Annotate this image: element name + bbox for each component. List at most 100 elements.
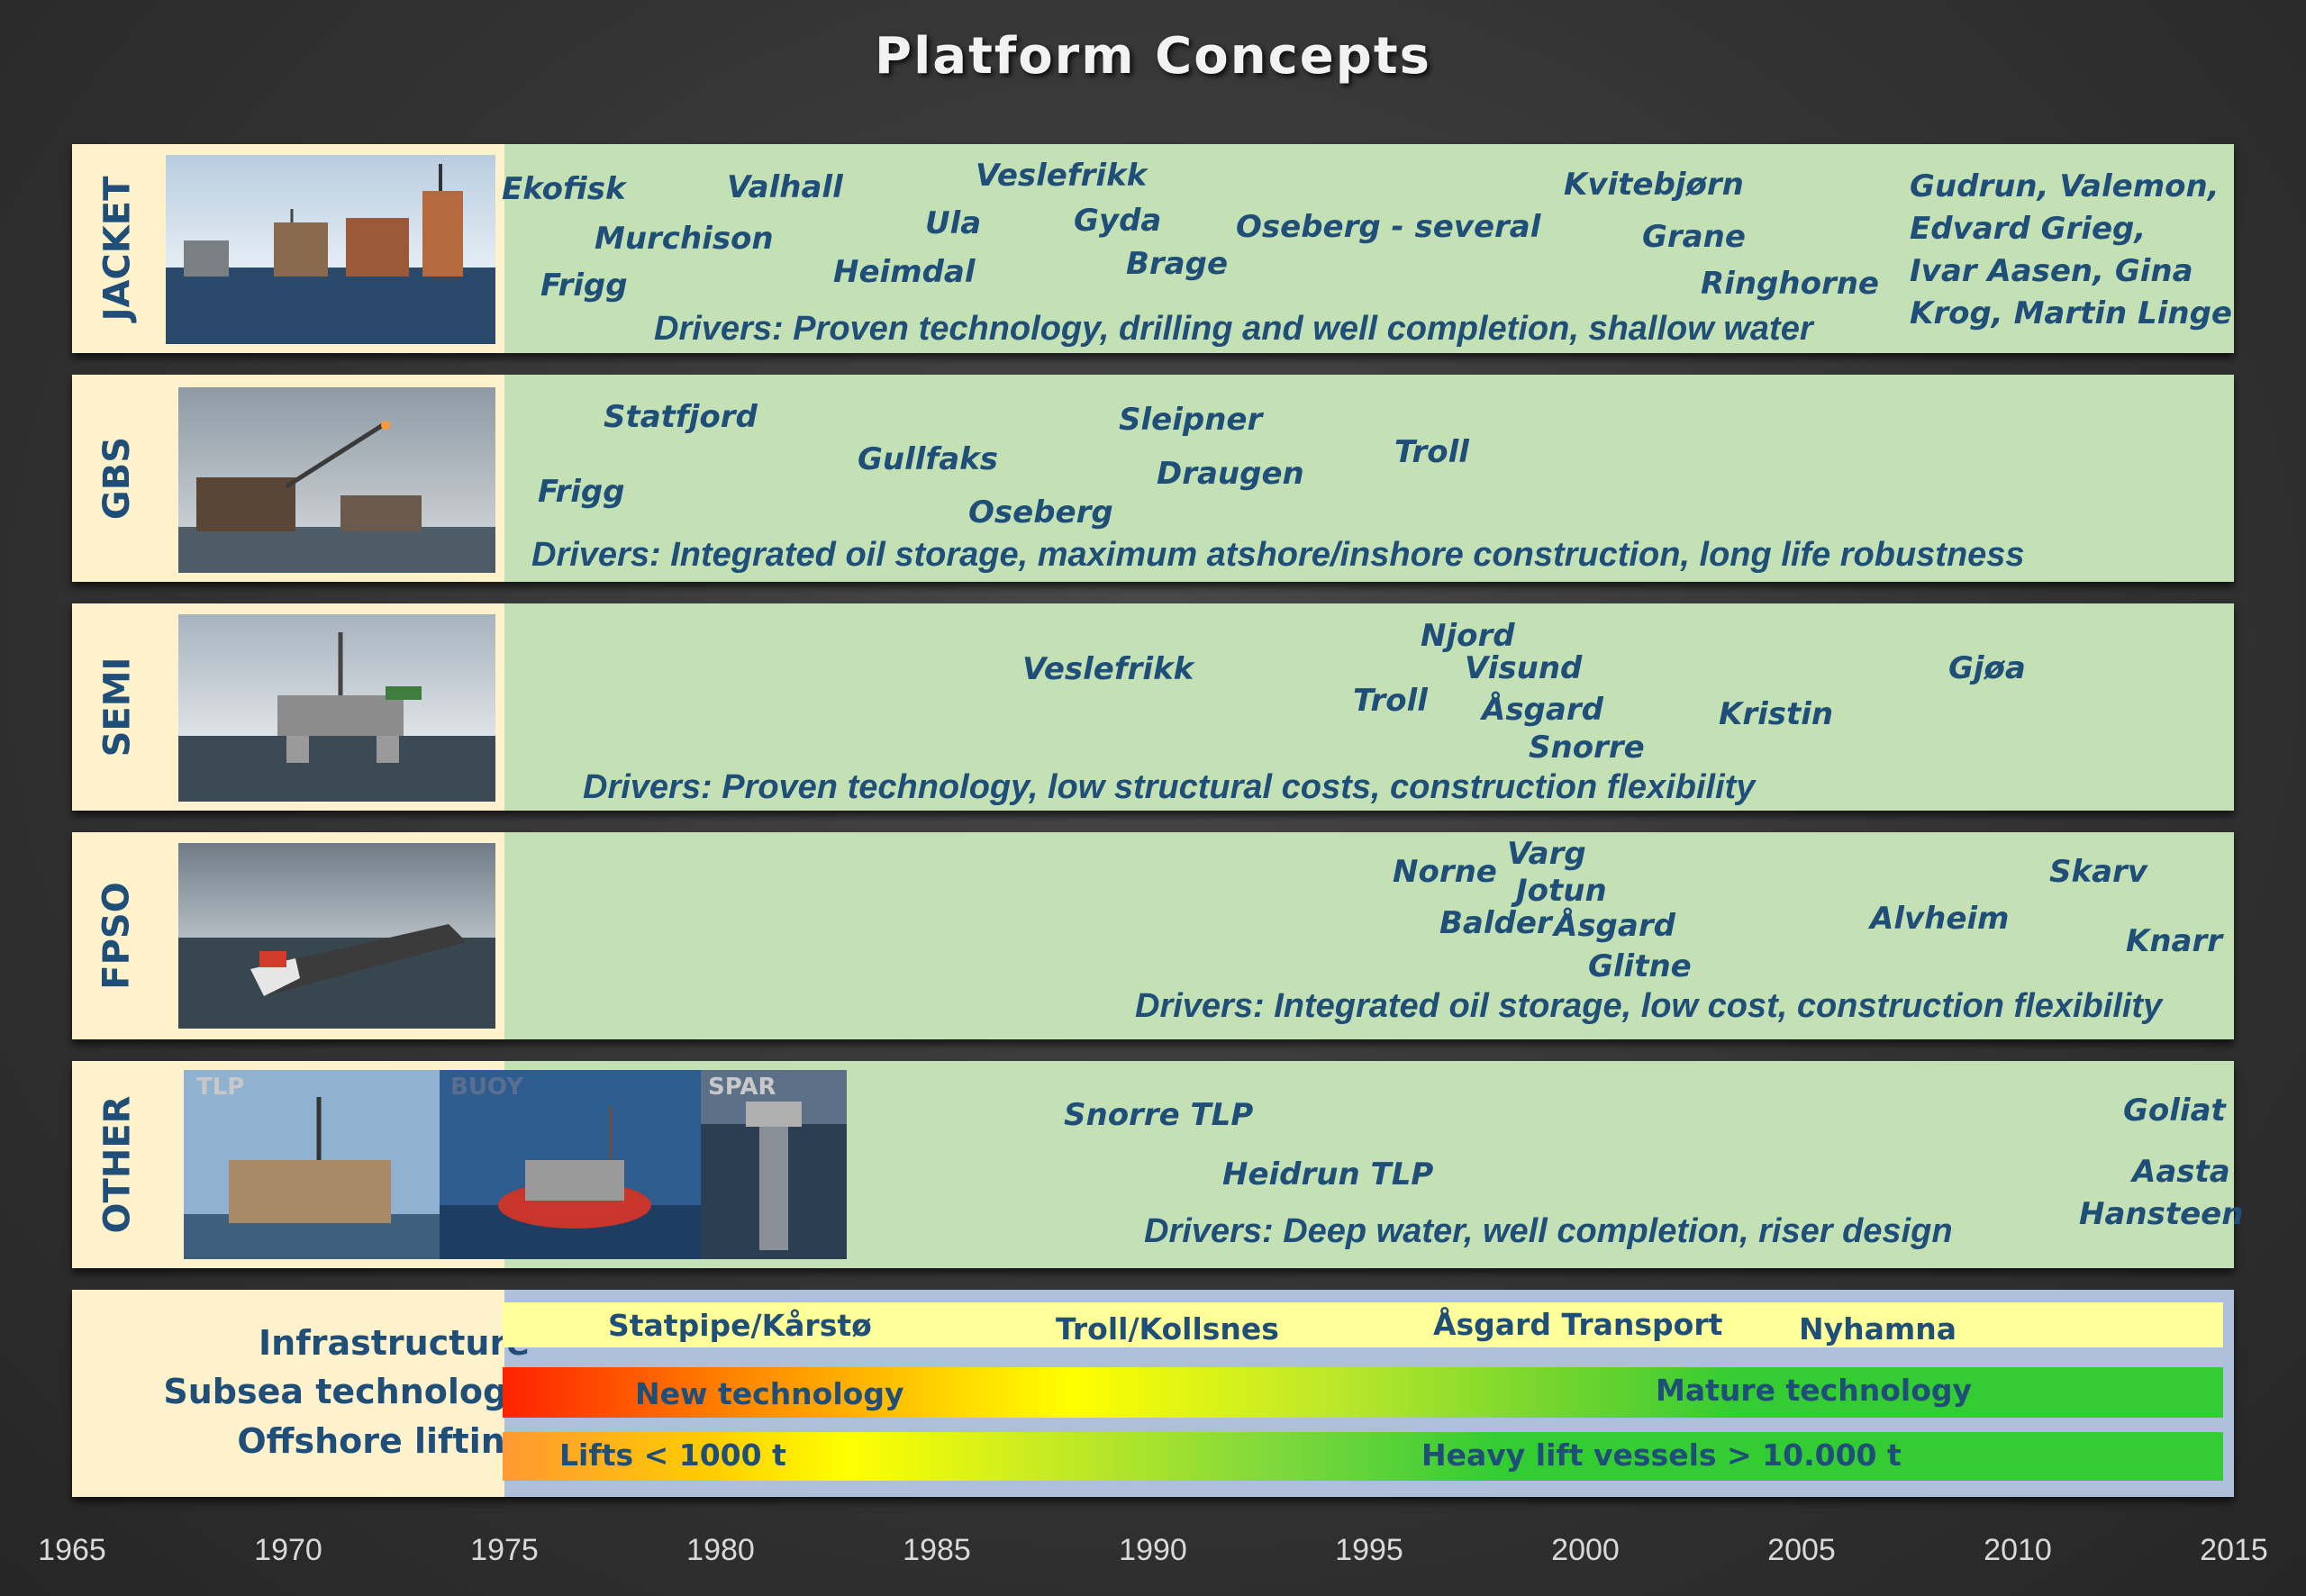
field-veslefrikk-semi: Veslefrikk (1022, 651, 1194, 687)
tlp-platform-photo (184, 1070, 440, 1259)
gbs-platform-photo (178, 387, 495, 573)
jacket-platform-photo (166, 155, 495, 344)
field-oseberg-several: Oseberg - several (1236, 209, 1541, 245)
pipeline-nyhamna: Nyhamna (1799, 1311, 1957, 1347)
field-gullfaks: Gullfaks (858, 441, 999, 477)
subsea-new-technology: New technology (635, 1376, 904, 1411)
field-gudrun-valemon: Gudrun, Valemon, (1910, 168, 2220, 204)
field-oseberg-gbs: Oseberg (968, 494, 1113, 530)
field-sleipner: Sleipner (1119, 402, 1263, 438)
field-gjoa: Gjøa (1948, 650, 2026, 686)
field-jotun: Jotun (1516, 873, 1607, 909)
field-asgard-semi: Åsgard (1482, 692, 1603, 728)
pipeline-statpipe-karsto: Statpipe/Kårstø (608, 1308, 872, 1343)
field-heimdal: Heimdal (833, 254, 976, 290)
spar-photo-label: SPAR (708, 1074, 776, 1101)
buoy-photo-label: BUOY (450, 1074, 523, 1101)
row-fpso-timeline (504, 832, 2234, 1039)
row-fpso: FPSO (72, 832, 2234, 1039)
axis-tick-1970: 1970 (254, 1533, 322, 1567)
field-krog-martin-linge: Krog, Martin Linge (1910, 295, 2232, 331)
category-label-semi: SEMI (96, 657, 139, 757)
axis-tick-2010: 2010 (1984, 1533, 2052, 1567)
pipeline-troll-kollsnes: Troll/Kollsnes (1056, 1311, 1279, 1347)
axis-tick-1965: 1965 (38, 1533, 106, 1567)
field-hansteen: Hansteen (2079, 1196, 2244, 1232)
tlp-photo-label: TLP (196, 1074, 245, 1101)
offshore-lifting-bar (503, 1432, 2223, 1481)
field-knarr: Knarr (2126, 923, 2223, 959)
field-ivar-aasen-gina: Ivar Aasen, Gina (1910, 253, 2193, 289)
axis-tick-1980: 1980 (686, 1533, 755, 1567)
row-gbs-timeline (504, 375, 2234, 582)
row-jacket-timeline (504, 144, 2234, 353)
category-label-fpso: FPSO (96, 882, 139, 990)
field-varg: Varg (1507, 836, 1586, 872)
field-murchison: Murchison (595, 221, 774, 257)
buoy-platform-photo (440, 1070, 701, 1259)
row-other: OTHER TLP BUOY SPAR (72, 1061, 2234, 1268)
field-norne: Norne (1393, 854, 1497, 890)
field-njord: Njord (1421, 618, 1515, 654)
axis-tick-2000: 2000 (1551, 1533, 1620, 1567)
drivers-jacket: Drivers: Proven technology, drilling and… (654, 310, 1813, 348)
axis-tick-2005: 2005 (1767, 1533, 1836, 1567)
field-ula: Ula (925, 205, 982, 241)
field-snorre: Snorre (1529, 730, 1645, 766)
label-subsea-technology: Subsea technology (163, 1372, 530, 1411)
field-frigg-gbs: Frigg (538, 474, 625, 510)
field-brage: Brage (1126, 246, 1229, 282)
field-kvitebjorn: Kvitebjørn (1564, 167, 1744, 203)
drivers-gbs: Drivers: Integrated oil storage, maximum… (531, 536, 2025, 574)
subsea-mature-technology: Mature technology (1656, 1373, 1973, 1408)
field-goliat: Goliat (2123, 1093, 2226, 1129)
row-infrastructure-label-area (72, 1290, 504, 1497)
field-ekofisk: Ekofisk (502, 171, 626, 207)
field-grane: Grane (1642, 219, 1746, 255)
field-troll-gbs: Troll (1394, 434, 1469, 470)
field-statfjord: Statfjord (604, 399, 758, 435)
category-label-other: OTHER (96, 1095, 139, 1234)
row-semi-timeline (504, 603, 2234, 811)
field-veslefrikk-jacket: Veslefrikk (976, 158, 1148, 194)
field-kristin: Kristin (1719, 696, 1834, 732)
subsea-technology-bar (503, 1367, 2223, 1418)
drivers-other: Drivers: Deep water, well completion, ri… (1144, 1212, 1953, 1250)
field-valhall: Valhall (727, 169, 843, 205)
drivers-semi: Drivers: Proven technology, low structur… (583, 768, 1756, 806)
field-visund: Visund (1465, 650, 1583, 686)
page-title: Platform Concepts (875, 27, 1431, 86)
axis-tick-1975: 1975 (470, 1533, 539, 1567)
axis-tick-2015: 2015 (2200, 1533, 2268, 1567)
row-semi: SEMI (72, 603, 2234, 811)
field-troll-semi: Troll (1353, 683, 1428, 719)
field-frigg-jacket: Frigg (540, 268, 628, 304)
field-heidrun-tlp: Heidrun TLP (1222, 1156, 1434, 1192)
category-label-gbs: GBS (95, 436, 138, 521)
axis-tick-1985: 1985 (903, 1533, 971, 1567)
label-offshore-lifting: Offshore lifting (237, 1421, 530, 1461)
lifting-small-lifts: Lifts < 1000 t (559, 1437, 786, 1473)
field-gyda: Gyda (1074, 203, 1162, 239)
field-snorre-tlp: Snorre TLP (1064, 1097, 1254, 1133)
category-label-jacket: JACKET (96, 176, 138, 322)
pipeline-asgard-transport: Åsgard Transport (1433, 1307, 1723, 1342)
field-alvheim: Alvheim (1870, 901, 2010, 937)
field-glitne: Glitne (1588, 948, 1692, 984)
field-edvard-grieg: Edvard Grieg, (1910, 211, 2147, 247)
row-gbs: GBS (72, 375, 2234, 582)
fpso-vessel-photo (178, 843, 495, 1029)
semi-platform-photo (178, 614, 495, 802)
field-aasta: Aasta (2132, 1154, 2230, 1190)
axis-tick-1990: 1990 (1119, 1533, 1187, 1567)
field-ringhorne: Ringhorne (1701, 266, 1879, 302)
field-balder: Balder (1439, 905, 1552, 941)
label-infrastructure: Infrastructure (259, 1323, 530, 1363)
field-draugen: Draugen (1157, 456, 1304, 492)
pipeline-bar (503, 1302, 2223, 1347)
axis-tick-1995: 1995 (1335, 1533, 1403, 1567)
drivers-fpso: Drivers: Integrated oil storage, low cos… (1135, 987, 2163, 1025)
field-skarv: Skarv (2049, 854, 2147, 890)
field-asgard-fpso: Åsgard (1554, 908, 1675, 944)
row-jacket: JACKET (72, 144, 2234, 353)
